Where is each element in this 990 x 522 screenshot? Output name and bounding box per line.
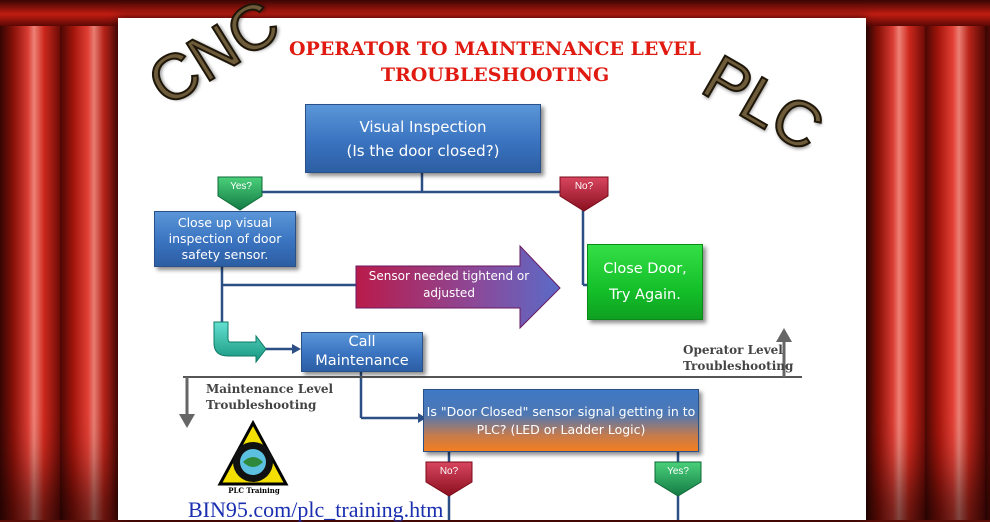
operator-level-label: Operator Level Troubleshooting bbox=[683, 342, 793, 374]
plc-question-line2: PLC? (LED or Ladder Logic) bbox=[476, 421, 646, 437]
plc-question-line1: Is "Door Closed" sensor signal getting i… bbox=[426, 403, 696, 419]
close-door-box: Close Door, Try Again. bbox=[587, 244, 703, 320]
no-label-bottom: No? bbox=[439, 466, 459, 477]
maintenance-level-line1: Maintenance Level bbox=[206, 382, 334, 396]
call-maintenance-box: Call Maintenance bbox=[301, 332, 423, 372]
sensor-adjust-label: Sensor needed tightend or adjusted bbox=[356, 268, 542, 302]
maintenance-level-label: Maintenance Level Troubleshooting bbox=[206, 381, 333, 413]
close-door-line2: Try Again. bbox=[609, 287, 681, 303]
sensor-adjust-line1: Sensor needed tightend or bbox=[368, 269, 530, 283]
logo-caption: PLC Training bbox=[228, 486, 280, 495]
title-line-1: OPERATOR TO MAINTENANCE LEVEL bbox=[289, 38, 701, 60]
close-up-line1: Close up visual bbox=[177, 215, 273, 230]
call-maintenance-line1: Call bbox=[348, 334, 376, 350]
title-line-2: TROUBLESHOOTING bbox=[380, 64, 610, 86]
sensor-adjust-line2: adjusted bbox=[423, 286, 475, 300]
left-curtain bbox=[0, 0, 122, 520]
operator-level-line2: Troubleshooting bbox=[683, 359, 794, 373]
operator-level-line1: Operator Level bbox=[683, 343, 783, 357]
yes-label-top: Yes? bbox=[230, 181, 252, 192]
plc-signal-question-box: Is "Door Closed" sensor signal getting i… bbox=[423, 389, 699, 452]
maintenance-level-line2: Troubleshooting bbox=[206, 398, 317, 412]
bin95-logo bbox=[217, 419, 289, 486]
visual-inspection-box: Visual Inspection (Is the door closed?) bbox=[305, 104, 541, 173]
close-up-line2: inspection of door bbox=[168, 231, 282, 246]
call-maintenance-line2: Maintenance bbox=[315, 353, 409, 369]
visual-inspection-line2: (Is the door closed?) bbox=[346, 141, 500, 160]
visual-inspection-line1: Visual Inspection bbox=[359, 117, 487, 136]
close-up-inspection-box: Close up visual inspection of door safet… bbox=[154, 211, 296, 267]
no-label-top: No? bbox=[574, 181, 594, 192]
close-up-line3: safety sensor. bbox=[181, 247, 269, 262]
right-curtain bbox=[865, 0, 990, 520]
yes-label-bottom: Yes? bbox=[667, 466, 689, 477]
training-url-link[interactable]: BIN95.com/plc_training.htm bbox=[188, 497, 444, 522]
close-door-line1: Close Door, bbox=[603, 261, 687, 277]
